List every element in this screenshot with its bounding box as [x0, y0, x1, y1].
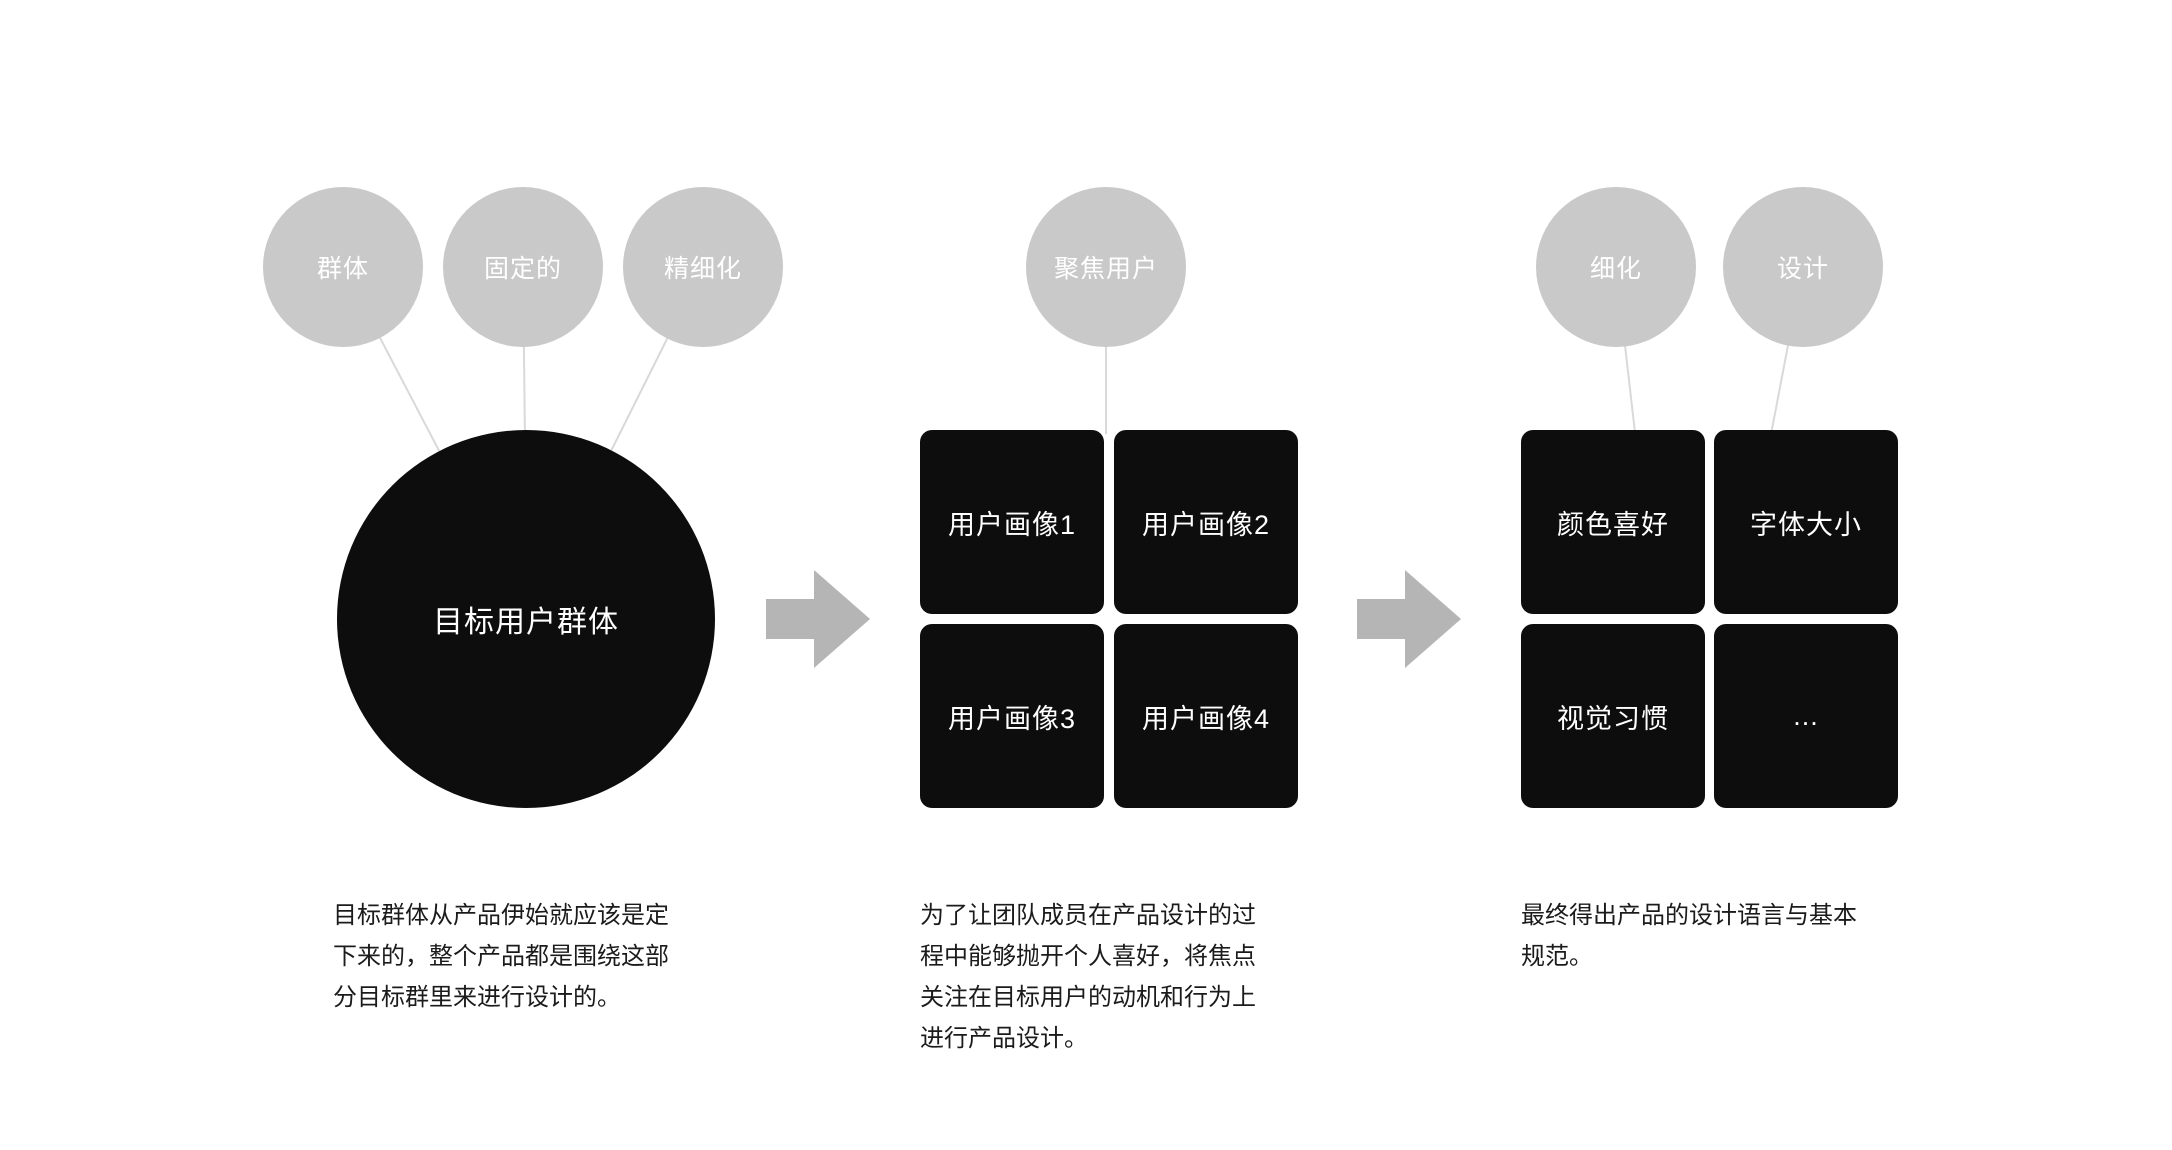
persona-card-4: 用户画像4 [1114, 624, 1298, 808]
bubble-group: 群体 [263, 187, 423, 347]
design-card-color-label: 颜色喜好 [1557, 509, 1669, 540]
bubble-refine: 细化 [1536, 187, 1696, 347]
bubble-design: 设计 [1723, 187, 1883, 347]
design-card-visual-habit: 视觉习惯 [1521, 624, 1705, 808]
design-card-visual-habit-label: 视觉习惯 [1557, 703, 1669, 734]
target-user-group-circle: 目标用户群体 [337, 430, 715, 808]
arrow-right-icon [766, 570, 870, 668]
bubble-focus-users-label: 聚焦用户 [1053, 255, 1158, 283]
design-card-color: 颜色喜好 [1521, 430, 1705, 614]
bubble-design-label: 设计 [1776, 255, 1829, 283]
bubble-refine-label: 细化 [1589, 255, 1642, 283]
persona-card-2-label: 用户画像2 [1141, 509, 1271, 540]
bubble-fixed-label: 固定的 [483, 255, 562, 283]
bubble-group-label: 群体 [316, 255, 369, 283]
persona-card-2: 用户画像2 [1114, 430, 1298, 614]
arrow-right-icon [1357, 570, 1461, 668]
design-card-fontsize: 字体大小 [1714, 430, 1898, 614]
bubble-refined-label: 精细化 [663, 255, 742, 283]
persona-card-1-label: 用户画像1 [947, 509, 1077, 540]
design-card-more-label: ... [1793, 700, 1819, 731]
caption-step3: 最终得出产品的设计语言与基本规范。 [1521, 902, 1857, 970]
bubble-focus-users: 聚焦用户 [1026, 187, 1186, 347]
design-card-fontsize-label: 字体大小 [1750, 509, 1862, 540]
caption-step2: 为了让团队成员在产品设计的过程中能够抛开个人喜好，将焦点关注在目标用户的动机和行… [920, 902, 1256, 1052]
target-user-group-label: 目标用户群体 [433, 606, 619, 639]
bubble-refined: 精细化 [623, 187, 783, 347]
persona-card-4-label: 用户画像4 [1141, 703, 1271, 734]
design-card-more: ... [1714, 624, 1898, 808]
bubble-fixed: 固定的 [443, 187, 603, 347]
persona-card-1: 用户画像1 [920, 430, 1104, 614]
caption-step1: 目标群体从产品伊始就应该是定下来的，整个产品都是围绕这部分目标群里来进行设计的。 [333, 902, 669, 1011]
persona-card-3-label: 用户画像3 [947, 703, 1077, 734]
persona-card-3: 用户画像3 [920, 624, 1104, 808]
